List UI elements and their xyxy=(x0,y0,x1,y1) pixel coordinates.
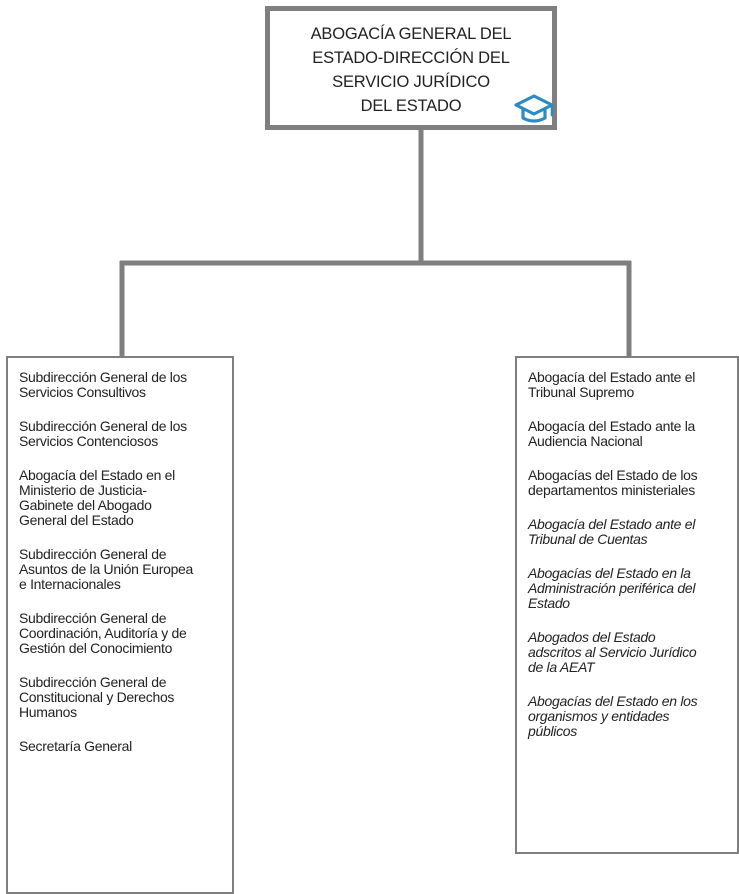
top-org-box: ABOGACÍA GENERAL DEL ESTADO-DIRECCIÓN DE… xyxy=(265,6,557,130)
unit-item: Abogacía del Estado ante el Tribunal Sup… xyxy=(528,370,729,400)
right-units-box: Abogacía del Estado ante el Tribunal Sup… xyxy=(515,356,739,854)
unit-item-line: e Internacionales xyxy=(19,576,121,592)
unit-item-line: Administración periférica del xyxy=(528,580,696,596)
unit-item-line: Constitucional y Derechos xyxy=(19,689,175,705)
unit-item-line: Abogacías del Estado de los xyxy=(528,467,698,483)
unit-item: Abogados del Estado adscritos al Servici… xyxy=(528,630,729,675)
unit-item-line: Tribunal Supremo xyxy=(528,384,634,400)
unit-item-line: Humanos xyxy=(19,704,77,720)
unit-item-line: Subdirección General de xyxy=(19,674,167,690)
top-org-title-line: ABOGACÍA GENERAL DEL xyxy=(310,25,512,43)
unit-item: Abogacía del Estado en el Ministerio de … xyxy=(19,468,224,528)
top-org-title-line: ESTADO-DIRECCIÓN DEL xyxy=(312,49,510,67)
unit-item-line: públicos xyxy=(528,723,577,739)
unit-item-line: Tribunal de Cuentas xyxy=(528,531,648,547)
unit-item-line: Secretaría General xyxy=(19,738,132,754)
left-units-box: Subdirección General de los Servicios Co… xyxy=(6,356,234,894)
unit-item: Abogacías del Estado en la Administració… xyxy=(528,566,729,611)
unit-item: Abogacías del Estado en los organismos y… xyxy=(528,694,729,739)
unit-item-line: Subdirección General de los xyxy=(19,369,187,385)
unit-item-line: Estado xyxy=(528,595,570,611)
unit-item-line: Subdirección General de xyxy=(19,546,167,562)
graduation-cap-icon xyxy=(514,94,554,123)
unit-item-line: General del Estado xyxy=(19,512,134,528)
unit-item: Subdirección General de los Servicios Co… xyxy=(19,419,224,449)
unit-item-line: Servicios Contenciosos xyxy=(19,433,158,449)
unit-item: Subdirección General de Coordinación, Au… xyxy=(19,611,224,656)
unit-item-line: Gestión del Conocimiento xyxy=(19,640,173,656)
top-org-title-line: DEL ESTADO xyxy=(360,97,462,115)
unit-item-line: Abogacía del Estado ante el xyxy=(528,516,696,532)
unit-item-line: organismos y entidades xyxy=(528,708,670,724)
unit-item-line: Abogacías del Estado en los xyxy=(528,693,698,709)
unit-item-line: Abogados del Estado xyxy=(528,629,656,645)
unit-item-line: Servicios Consultivos xyxy=(19,384,146,400)
unit-item-line: Abogacía del Estado ante el xyxy=(528,369,696,385)
unit-item-line: Audiencia Nacional xyxy=(528,433,643,449)
unit-item-line: Subdirección General de los xyxy=(19,418,187,434)
unit-item-line: adscritos al Servicio Jurídico xyxy=(528,644,697,660)
unit-item: Subdirección General de Constitucional y… xyxy=(19,675,224,720)
unit-item-line: Asuntos de la Unión Europea xyxy=(19,561,194,577)
unit-item-line: Ministerio de Justicia- xyxy=(19,482,147,498)
unit-item: Subdirección General de los Servicios Co… xyxy=(19,370,224,400)
unit-item: Abogacía del Estado ante el Tribunal de … xyxy=(528,517,729,547)
unit-item: Secretaría General xyxy=(19,739,224,754)
unit-item-line: Abogacía del Estado ante la xyxy=(528,418,696,434)
unit-item-line: Abogacía del Estado en el xyxy=(19,467,175,483)
top-org-title-line: SERVICIO JURÍDICO xyxy=(332,73,490,91)
unit-item: Subdirección General de Asuntos de la Un… xyxy=(19,547,224,592)
unit-item-line: Abogacías del Estado en la xyxy=(528,565,691,581)
unit-item-line: de la AEAT xyxy=(528,659,595,675)
unit-item-line: Gabinete del Abogado xyxy=(19,497,152,513)
unit-item: Abogacías del Estado de los departamento… xyxy=(528,468,729,498)
unit-item-line: departamentos ministeriales xyxy=(528,482,695,498)
unit-item-line: Subdirección General de xyxy=(19,610,167,626)
unit-item-line: Coordinación, Auditoría y de xyxy=(19,625,187,641)
top-org-title: ABOGACÍA GENERAL DEL ESTADO-DIRECCIÓN DE… xyxy=(270,22,552,118)
unit-item: Abogacía del Estado ante la Audiencia Na… xyxy=(528,419,729,449)
